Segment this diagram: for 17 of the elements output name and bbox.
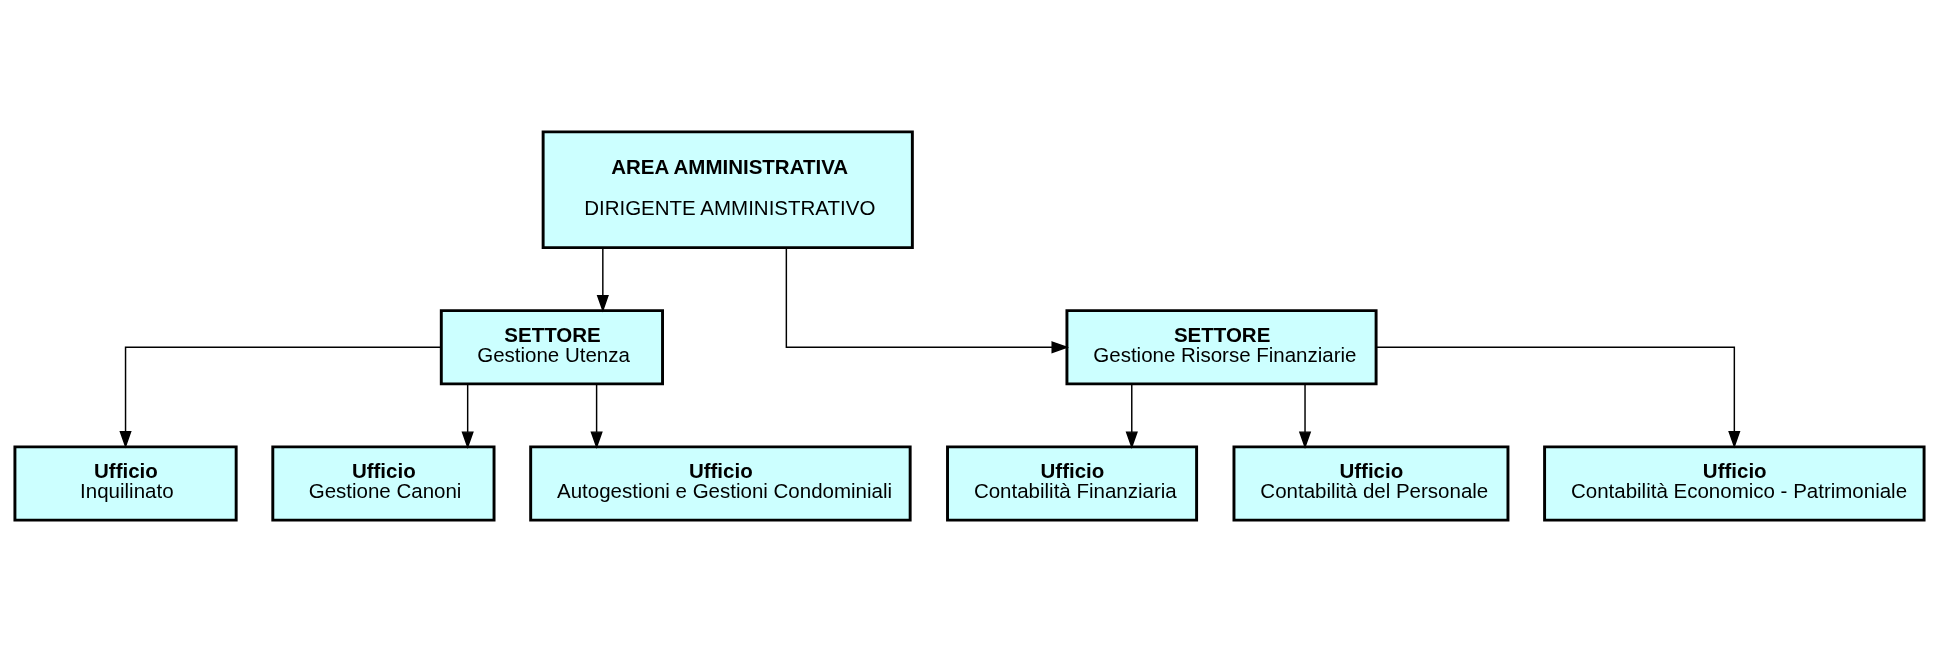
node-box: AREA AMMINISTRATIVA DIRIGENTE AMMINISTRATIVO [541,130,914,250]
arrow [590,383,603,449]
arrow [1376,346,1741,449]
arrow [1125,383,1138,449]
node-box: Ufficio Gestione Canoni [271,445,496,522]
arrow [596,247,609,313]
node-box: SETTORE Gestione Risorse Finanziarie [1065,309,1378,386]
arrow [461,383,474,449]
node-box: SETTORE Gestione Utenza [439,309,664,386]
node-box: Ufficio Autogestioni e Gestioni Condominiali [529,445,912,522]
node-box: Ufficio Contabilità Finanziaria [946,445,1199,522]
arrow [119,346,442,449]
node-box: Ufficio Contabilità Economico - Patrimoniale [1543,445,1926,522]
arrow [785,247,1070,354]
node-box: Ufficio Inquilinato [13,445,238,522]
arrow [1298,383,1312,449]
node-box: Ufficio Contabilità del Personale [1232,445,1510,522]
